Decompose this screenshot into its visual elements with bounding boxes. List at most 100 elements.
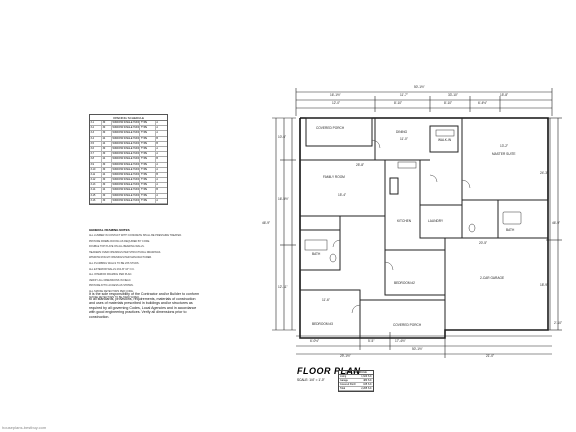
schedule-cell: A	[156, 193, 159, 197]
schedule-cell: 30	[102, 167, 113, 172]
schedule-cell: 30	[102, 183, 113, 188]
label-dining: DINING	[396, 130, 408, 134]
schedule-cell: 30	[102, 146, 113, 152]
schedule-cell: WINDOW SINGLE HUNG	[112, 131, 141, 136]
dim-bottom-e: 5'-5"	[368, 339, 375, 343]
schedule-cell: 3-3	[90, 131, 103, 136]
schedule-cell: 3-8	[90, 157, 103, 162]
schedule-cell: TYPE	[140, 157, 156, 162]
size-master: 13'-2"	[500, 144, 509, 148]
schedule-cell: WINDOW SINGLE HUNG	[112, 141, 141, 146]
schedule-cell: 3-15	[90, 193, 103, 198]
schedule-cell: WINDOW SINGLE HUNG	[112, 193, 141, 198]
area-cell: Living	[340, 375, 347, 378]
schedule-cell: 30	[102, 152, 113, 157]
schedule-cell: 24	[102, 172, 113, 178]
schedule-cell: 3-14	[90, 188, 103, 193]
schedule-cell: WINDOW SINGLE HUNG	[112, 162, 141, 167]
dim-top-overall: 50'-1½"	[414, 85, 425, 89]
schedule-cell: TYPE	[140, 162, 156, 167]
size-garage: 20'-5"	[479, 241, 488, 245]
schedule-cell: A	[156, 167, 159, 171]
schedule-cell: TYPE	[140, 183, 156, 188]
dim-left-a: 10'-6"	[278, 135, 287, 139]
schedule-cell: 3-9	[90, 162, 103, 167]
schedule-cell: 24	[102, 136, 113, 141]
plan-title-block: FLOOR PLAN SCALE: 1/4" = 1'-0"	[297, 366, 361, 382]
dim-top-a: 16'-1½"	[330, 93, 341, 97]
dim-bottom-b: 21'-0"	[486, 354, 495, 358]
note-item: PROVIDE ATTIC ACCESS AS SHOWN.	[89, 284, 134, 288]
schedule-cell: A	[156, 183, 159, 187]
schedule-cell: A	[156, 198, 159, 202]
label-walkin: WALK-IN	[438, 138, 452, 142]
schedule-cell: A	[156, 121, 159, 124]
schedule-cell: B	[156, 136, 159, 140]
schedule-cell: A	[156, 162, 159, 166]
dim-bottom-c: 17'-4½"	[395, 339, 406, 343]
schedule-cell: WINDOW SINGLE HUNG	[112, 126, 141, 131]
responsibility-note: It is the sole responsibility of the Con…	[89, 292, 200, 319]
note-item: ALL SMOKE DETECTORS PER CODE.	[89, 289, 134, 293]
dim-top-overall-2: 33'-10"	[448, 93, 458, 97]
label-family-room: FAMILY ROOM	[323, 175, 345, 179]
schedule-title: OPENING SCHEDULE	[90, 115, 167, 121]
schedule-cell: 3-12	[90, 178, 103, 183]
note-item: ALL EXTERIOR WALLS 2X4 AT 16" O.C.	[89, 267, 135, 271]
area-cell: 480 S.F.	[363, 379, 372, 382]
plan-title: FLOOR PLAN	[297, 366, 361, 376]
schedule-cell: TYPE	[140, 141, 156, 146]
area-row: Garage 480 S.F.	[339, 379, 373, 383]
dim-left-overall: 46'-9"	[262, 221, 271, 225]
watermark: houseplans-bestbuy.com	[2, 425, 47, 430]
schedule-cell: WINDOW SINGLE HUNG	[112, 172, 141, 178]
schedule-cell: 3-6	[90, 146, 103, 152]
schedule-cell: 30	[102, 178, 113, 183]
dim-top-d: 12'-0"	[332, 101, 341, 105]
area-cell: 2,265 S.F.	[361, 387, 372, 390]
note-item: DOUBLE TOP PLATE ON ALL BEARING WALLS.	[89, 245, 145, 249]
note-item: WINDOW ROUGH OPENINGS PER MANUFACTURER.	[89, 256, 152, 260]
dim-right-a: 24'-3"	[540, 171, 549, 175]
area-cell: 165 S.F.	[363, 383, 372, 386]
schedule-cell: 3-5	[90, 141, 103, 146]
schedule-cell: 3-2	[90, 126, 103, 131]
schedule-cell: A	[156, 146, 159, 150]
size-family-room: 25'-8"	[356, 163, 365, 167]
schedule-cell: WINDOW SINGLE HUNG	[112, 152, 141, 157]
label-bath-master: BATH	[506, 228, 515, 232]
interior-walls	[299, 117, 549, 339]
schedule-cell: 30	[102, 198, 113, 203]
schedule-cell: 30	[102, 131, 113, 136]
dim-bottom-d: 6'-0½"	[310, 339, 320, 343]
area-cell: Garage	[340, 379, 348, 382]
schedule-cell: 30	[102, 193, 113, 198]
note-item: SMOKE DETECTORS TO BE HARD WIRED.	[89, 295, 140, 299]
schedule-cell: WINDOW SINGLE HUNG	[112, 188, 141, 193]
schedule-cell: WINDOW SINGLE HUNG	[112, 157, 141, 162]
schedule-cell: TYPE	[140, 126, 156, 131]
schedule-cell: 30	[102, 121, 113, 126]
schedule-cell: TYPE	[140, 136, 156, 141]
dim-top-c: 15'-8"	[500, 93, 509, 97]
schedule-cell: WINDOW SINGLE HUNG	[112, 146, 141, 152]
note-item: ALL INTERIOR FRAMING PER PLAN.	[89, 273, 132, 277]
dim-top-f: 8'-10"	[444, 101, 453, 105]
schedule-cell: WINDOW SINGLE HUNG	[112, 178, 141, 183]
label-kitchen: KITCHEN	[397, 219, 411, 223]
